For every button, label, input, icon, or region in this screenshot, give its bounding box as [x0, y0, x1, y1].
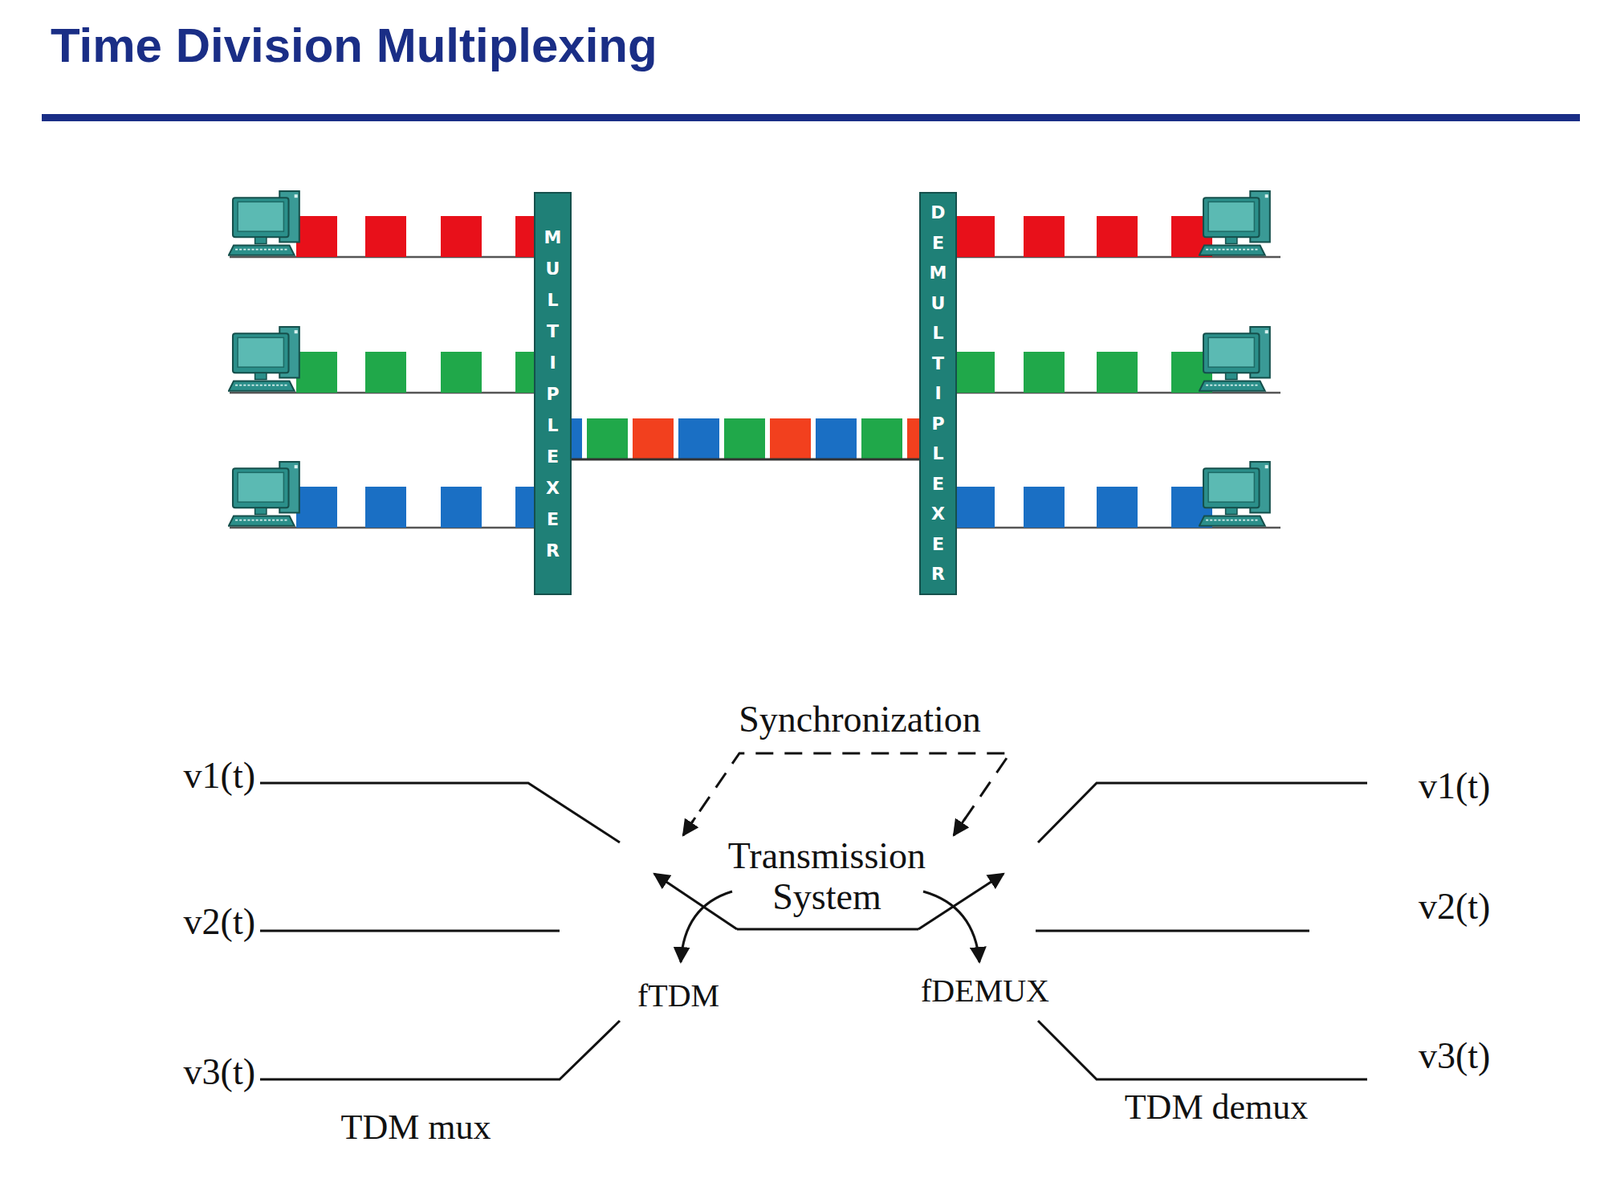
- rotation-arrow: [923, 891, 980, 962]
- computer-icon: [228, 461, 300, 526]
- data-packet: [296, 215, 338, 257]
- data-packet: [296, 351, 338, 393]
- signal-label: TDM demux: [1124, 1087, 1309, 1127]
- mux-bar: DEMULTIPLEXER: [919, 191, 957, 595]
- bar-label: MULTIPLEXER: [544, 221, 562, 566]
- data-packet: [769, 418, 811, 460]
- computer-icon: [1199, 461, 1271, 526]
- data-packet: [1023, 215, 1065, 257]
- data-packet: [953, 486, 995, 528]
- data-packet: [632, 418, 674, 460]
- signal-label: TDM mux: [341, 1107, 492, 1147]
- signal-label: v2(t): [183, 901, 256, 943]
- data-packet: [953, 351, 995, 393]
- data-packet: [365, 486, 407, 528]
- sync-arrow: [683, 817, 696, 835]
- data-packet: [296, 486, 338, 528]
- data-packet: [365, 215, 407, 257]
- signal-label: v3(t): [183, 1051, 256, 1093]
- data-packet: [724, 418, 766, 460]
- signal-label: Synchronization: [738, 699, 982, 741]
- bar-label: DEMULTIPLEXER: [929, 197, 948, 590]
- channel-lines: [229, 256, 1281, 528]
- packets: [296, 215, 1213, 528]
- sync-arrow: [953, 817, 966, 835]
- switch-arm: [654, 873, 737, 929]
- rotation-arrow: [680, 891, 733, 962]
- mux-bar: MULTIPLEXER: [533, 191, 572, 595]
- input-wire: [260, 929, 560, 933]
- data-packet: [678, 418, 720, 460]
- data-packet: [1023, 351, 1065, 393]
- data-packet: [440, 351, 482, 393]
- data-packet: [1096, 215, 1138, 257]
- tdm-schematic: [260, 753, 1368, 1079]
- signal-label: v2(t): [1418, 886, 1491, 928]
- data-packet: [586, 418, 628, 460]
- title-rule: [41, 113, 1580, 122]
- computer-icon: [1199, 326, 1271, 391]
- data-packet: [1023, 486, 1065, 528]
- input-wire: [260, 1020, 620, 1079]
- computer-icon: [228, 191, 300, 256]
- output-wire: [1035, 929, 1310, 933]
- page-title: Time Division Multiplexing: [50, 17, 658, 74]
- computer-icon: [1199, 191, 1271, 256]
- data-packet: [861, 418, 903, 460]
- data-packet: [440, 215, 482, 257]
- sync-line: [683, 753, 1010, 835]
- computers: [228, 191, 1271, 526]
- data-packet: [953, 215, 995, 257]
- signal-label: v3(t): [1418, 1035, 1491, 1077]
- data-packet: [440, 486, 482, 528]
- signal-label: v1(t): [1418, 765, 1491, 807]
- data-packet: [1096, 486, 1138, 528]
- transmission-line: [736, 928, 919, 931]
- output-wire: [1038, 1020, 1368, 1079]
- signal-label: fTDM: [637, 977, 720, 1014]
- signal-label: Transmission System: [706, 835, 948, 917]
- computer-icon: [228, 326, 300, 391]
- multiplexed-link: [571, 458, 920, 461]
- input-wire: [260, 782, 620, 843]
- switch-arm: [918, 873, 1004, 929]
- signal-label: v1(t): [183, 755, 256, 797]
- data-packet: [1096, 351, 1138, 393]
- output-wire: [1038, 782, 1368, 843]
- signal-label: fDEMUX: [920, 973, 1050, 1009]
- data-packet: [815, 418, 857, 460]
- data-packet: [365, 351, 407, 393]
